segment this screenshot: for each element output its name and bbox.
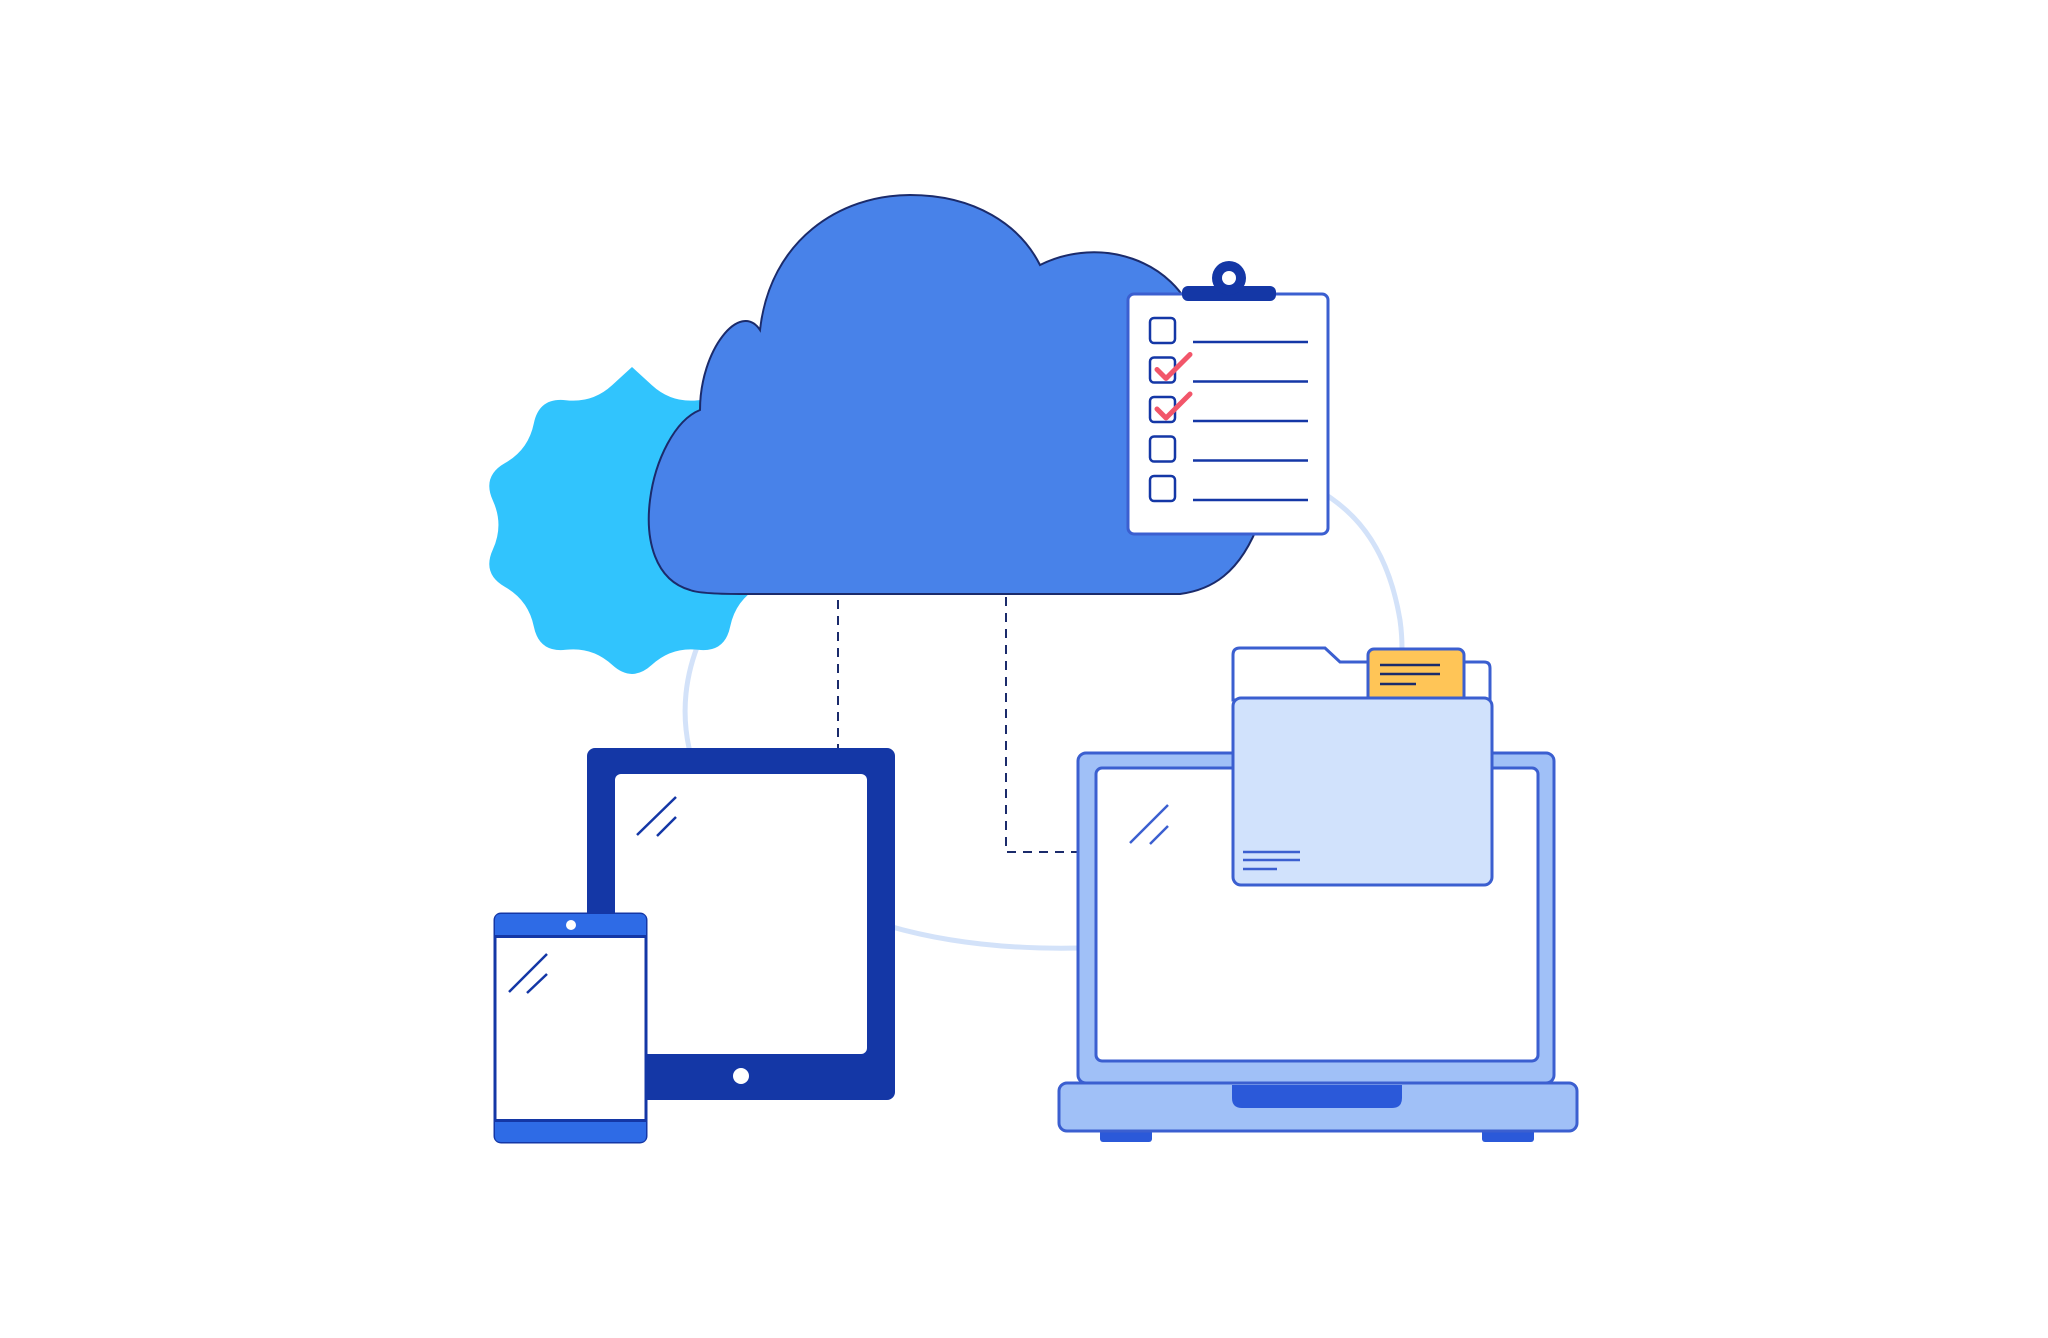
checkbox [1148, 316, 1177, 345]
smartphone-icon [493, 912, 648, 1144]
check-mark-icon [1154, 391, 1193, 421]
clipboard-checklist-icon [1126, 261, 1330, 536]
check-mark-icon [1154, 352, 1193, 381]
tablet-icon [587, 748, 895, 1100]
cloud-icon [647, 193, 1279, 595]
folder-icon [1231, 646, 1494, 887]
connector-laptop [1005, 597, 1080, 853]
checkbox [1148, 435, 1177, 463]
checkbox [1148, 474, 1177, 503]
